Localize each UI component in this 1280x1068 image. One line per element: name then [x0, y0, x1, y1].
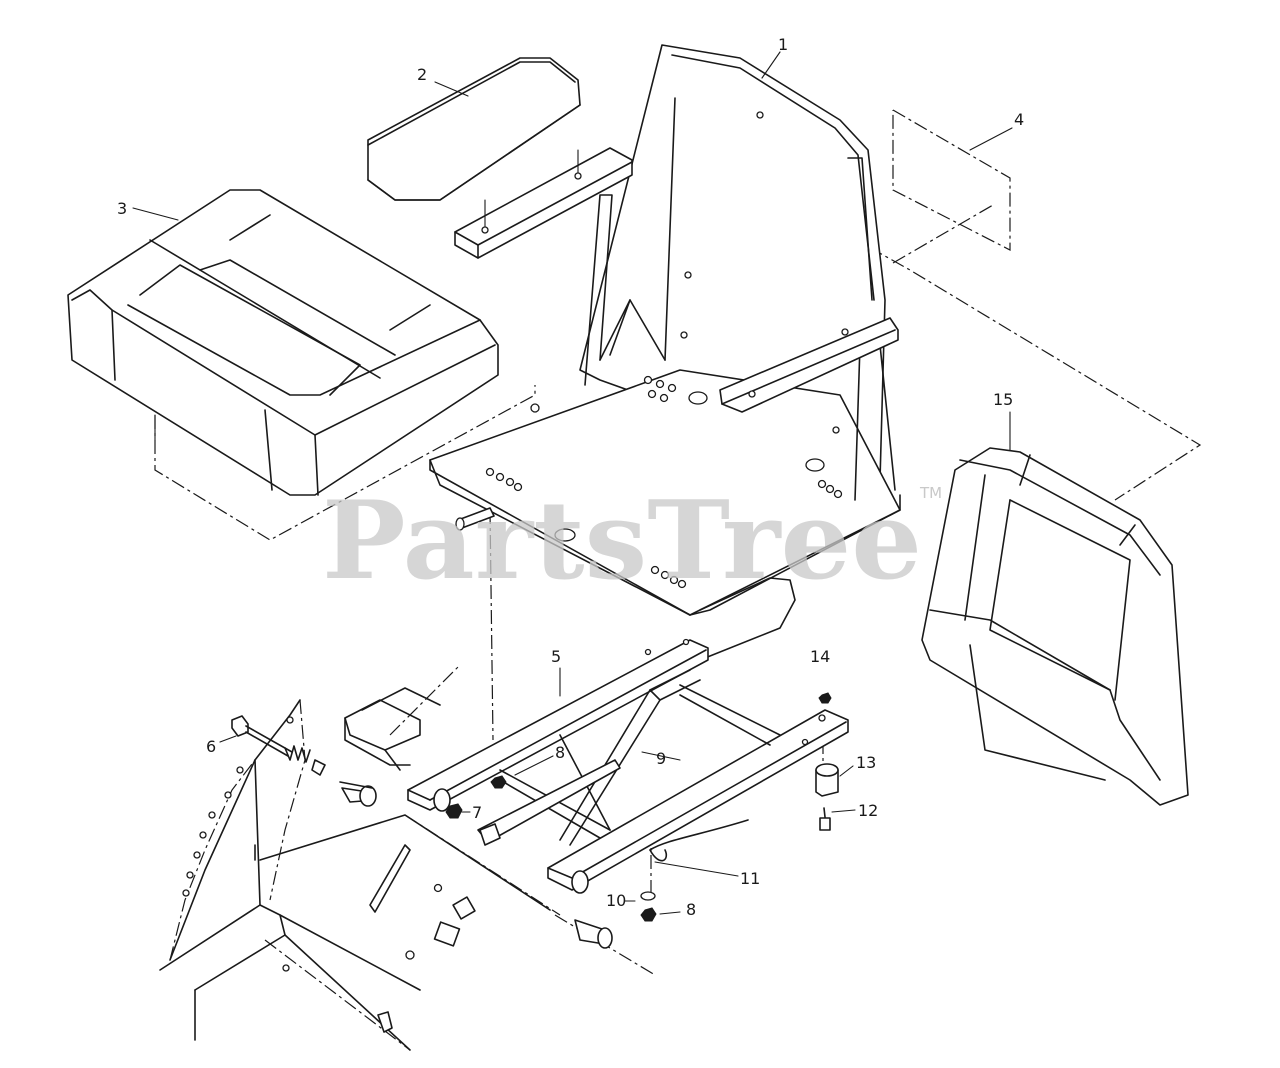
mower-body: [159, 664, 613, 1051]
seat-frame-parts-5-9: [407, 638, 849, 894]
back-cushion-part-15: [921, 447, 1189, 806]
partstree-watermark: PartsTree TM: [322, 478, 942, 604]
callout-13: 13: [856, 753, 876, 772]
callout-10: 10: [606, 891, 626, 910]
callout-4: 4: [1014, 110, 1024, 129]
seat-cushion-part-3: [67, 189, 499, 496]
armrest-part-2: [367, 57, 633, 259]
callout-8-nut: 8: [686, 900, 696, 919]
watermark-trademark: TM: [919, 484, 942, 502]
callout-7: 7: [472, 803, 482, 822]
callout-15: 15: [993, 390, 1013, 409]
callout-6: 6: [206, 737, 216, 756]
callout-14: 14: [810, 647, 830, 666]
callout-11: 11: [740, 869, 760, 888]
decal-part-4: [892, 109, 1011, 251]
bolt-spring-part-6: [231, 687, 441, 807]
watermark-text: PartsTree: [322, 478, 922, 604]
callout-8-rod: 8: [555, 743, 565, 762]
seat-pan-part-1: [429, 44, 901, 661]
hardware: [445, 692, 839, 922]
callout-9: 9: [656, 749, 666, 768]
callout-12: 12: [858, 801, 878, 820]
callout-2: 2: [417, 65, 427, 84]
callout-5: 5: [551, 647, 561, 666]
callout-1: 1: [778, 35, 788, 54]
callout-labels: 1 2 3 4 5 6 7 8 8 9 10 11 12 13 14 15: [117, 35, 1024, 919]
callout-3: 3: [117, 199, 127, 218]
callout-leaders: [132, 51, 1013, 915]
